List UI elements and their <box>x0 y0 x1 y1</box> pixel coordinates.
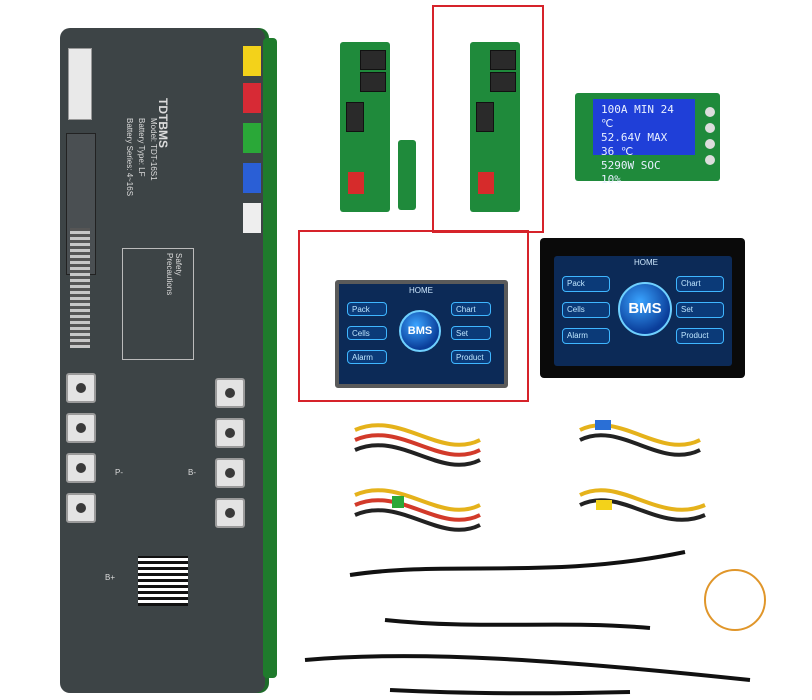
blue-connector <box>243 163 261 193</box>
tile-cells: Cells <box>347 326 387 340</box>
lcd-module-board: 100A MIN 24 ℃ 52.64V MAX 36 ℃ 5290W SOC … <box>575 93 720 186</box>
tile-alarm: Alarm <box>347 350 387 364</box>
red-connector <box>243 83 261 113</box>
main-bms-board: TDTBMS Model: TDT-16S1 Battery Type: LF … <box>60 28 277 693</box>
rj45-port <box>490 50 516 70</box>
large-screen-title: HOME <box>634 258 658 267</box>
terminal <box>215 498 245 528</box>
lcd-line-1: 100A MIN 24 ℃ <box>601 103 674 130</box>
p10-connector <box>68 48 92 120</box>
wire-bundle-2 <box>579 420 701 457</box>
lcd-button <box>705 155 715 165</box>
tile-pack: Pack <box>347 302 387 316</box>
terminal <box>66 373 96 403</box>
terminal <box>215 458 245 488</box>
ribbon-cable-4 <box>389 688 631 696</box>
terminal-label-bplus: B+ <box>105 573 116 582</box>
highlight-box-module <box>432 5 544 233</box>
tile-product: Product <box>676 328 724 344</box>
qr-code <box>138 556 188 606</box>
terminal <box>66 413 96 443</box>
board-green-edge <box>263 38 277 678</box>
large-touch-screen-display: HOME Pack Chart Cells Set Alarm Product … <box>554 256 732 366</box>
lcd-button <box>705 123 715 133</box>
tile-cells: Cells <box>562 302 610 318</box>
dip-switch <box>478 172 494 194</box>
can-module-board-2 <box>470 42 520 212</box>
tile-pack: Pack <box>562 276 610 292</box>
lcd-screen: 100A MIN 24 ℃ 52.64V MAX 36 ℃ 5290W SOC … <box>593 99 695 186</box>
terminal <box>215 378 245 408</box>
small-screen-title: HOME <box>409 286 433 295</box>
terminal-label-b: B- <box>188 468 196 477</box>
can-module-board-1 <box>340 42 390 212</box>
wire-bundle-4 <box>579 488 706 522</box>
terminal <box>66 493 96 523</box>
tile-alarm: Alarm <box>562 328 610 344</box>
dip-switch <box>348 172 364 194</box>
rj45-port <box>476 102 494 132</box>
green-connector <box>243 123 261 153</box>
highlight-box-touchscreen <box>298 230 529 402</box>
terminal <box>215 418 245 448</box>
ribbon-cable-2 <box>384 618 651 630</box>
lcd-line-3: 5290W SOC 10% <box>601 159 661 186</box>
small-bms-logo: BMS <box>399 310 441 352</box>
white-connector <box>243 203 261 233</box>
ribbon-cable-1 <box>349 550 686 577</box>
rj45-port <box>360 50 386 70</box>
thin-wire-loop <box>704 569 766 631</box>
wire-bundle-1 <box>354 423 481 467</box>
tile-set: Set <box>676 302 724 318</box>
large-touch-screen: HOME Pack Chart Cells Set Alarm Product … <box>540 238 745 378</box>
ribbon-cable-3 <box>304 654 751 682</box>
rj45-port <box>490 72 516 92</box>
tile-product: Product <box>451 350 491 364</box>
terminal-label-p: P- <box>115 468 123 477</box>
lcd-button <box>705 107 715 117</box>
lcd-button <box>705 139 715 149</box>
safety-warning-box: Safety Precautions <box>122 248 194 360</box>
small-touch-screen: HOME Pack Chart Cells Set Alarm Product … <box>335 280 508 388</box>
pin-header <box>70 228 90 348</box>
lcd-line-2: 52.64V MAX 36 ℃ <box>601 131 668 158</box>
tile-chart: Chart <box>676 276 724 292</box>
tile-chart: Chart <box>451 302 491 316</box>
rj45-port <box>360 72 386 92</box>
wire-bundle-3 <box>354 488 481 532</box>
small-adapter-board <box>398 140 416 210</box>
rj45-port <box>346 102 364 132</box>
large-bms-logo: BMS <box>618 282 672 336</box>
tile-set: Set <box>451 326 491 340</box>
terminal <box>66 453 96 483</box>
yellow-connector <box>243 46 261 76</box>
